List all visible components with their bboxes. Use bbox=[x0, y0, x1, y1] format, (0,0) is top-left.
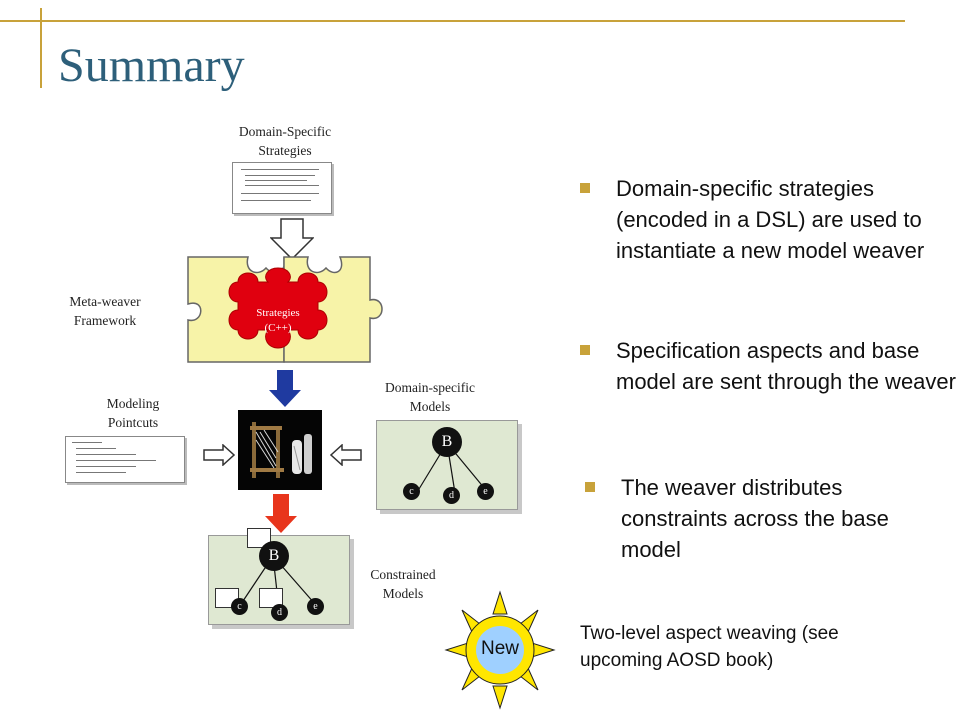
constrained-node-c: c bbox=[231, 598, 248, 615]
constrained-models-label: Constrained Models bbox=[370, 567, 436, 601]
model-node-b: B bbox=[432, 427, 462, 457]
model-node-c: c bbox=[403, 483, 420, 500]
bullet-marker bbox=[580, 183, 590, 193]
domain-model-box: B c d e bbox=[376, 420, 518, 510]
pointcuts-document bbox=[65, 436, 185, 483]
constrained-node-d: d bbox=[271, 604, 288, 621]
hollow-right-arrow-icon bbox=[203, 444, 235, 466]
weaving-note: Two-level aspect weaving (see upcoming A… bbox=[580, 623, 839, 671]
bullet-text: Specification aspects and base model are… bbox=[616, 338, 956, 394]
hollow-left-arrow-icon bbox=[330, 444, 362, 466]
domain-models-label: Domain-specific Models bbox=[385, 380, 475, 414]
domain-strategies-label: Domain-Specific Strategies bbox=[238, 124, 332, 158]
model-node-e: e bbox=[477, 483, 494, 500]
constrained-model-box: B c d e bbox=[208, 528, 350, 625]
hollow-down-arrow-icon bbox=[270, 218, 314, 260]
bullet-text: Domain-specific strategies (encoded in a… bbox=[616, 176, 925, 263]
strategies-document bbox=[232, 162, 332, 214]
loom-image bbox=[238, 410, 322, 490]
red-down-arrow-icon bbox=[265, 494, 297, 533]
meta-weaver-puzzle bbox=[187, 256, 383, 363]
modeling-pointcuts-label: Modeling Pointcuts bbox=[106, 396, 160, 430]
new-badge-label: New bbox=[480, 638, 519, 659]
bullet-item: Domain-specific strategies (encoded in a… bbox=[580, 173, 960, 266]
model-node-d: d bbox=[443, 487, 460, 504]
bullet-text: The weaver distributes constraints acros… bbox=[621, 475, 889, 562]
constrained-node-b: B bbox=[259, 541, 289, 571]
new-sun-badge-icon bbox=[444, 590, 556, 710]
bullet-list: Domain-specific strategies (encoded in a… bbox=[580, 0, 956, 720]
blue-down-arrow-icon bbox=[269, 370, 301, 407]
bullet-item: Specification aspects and base model are… bbox=[580, 335, 960, 397]
top-rule bbox=[0, 20, 905, 22]
bullet-item: The weaver distributes constraints acros… bbox=[585, 472, 931, 565]
constrained-node-e: e bbox=[307, 598, 324, 615]
left-rule bbox=[40, 8, 42, 88]
bullet-marker bbox=[580, 345, 590, 355]
slide-title: Summary bbox=[58, 39, 245, 92]
strategies-piece-label: Strategies (C++) bbox=[256, 307, 300, 334]
bullet-marker bbox=[585, 482, 595, 492]
meta-weaver-label: Meta-weaver Framework bbox=[69, 294, 141, 328]
